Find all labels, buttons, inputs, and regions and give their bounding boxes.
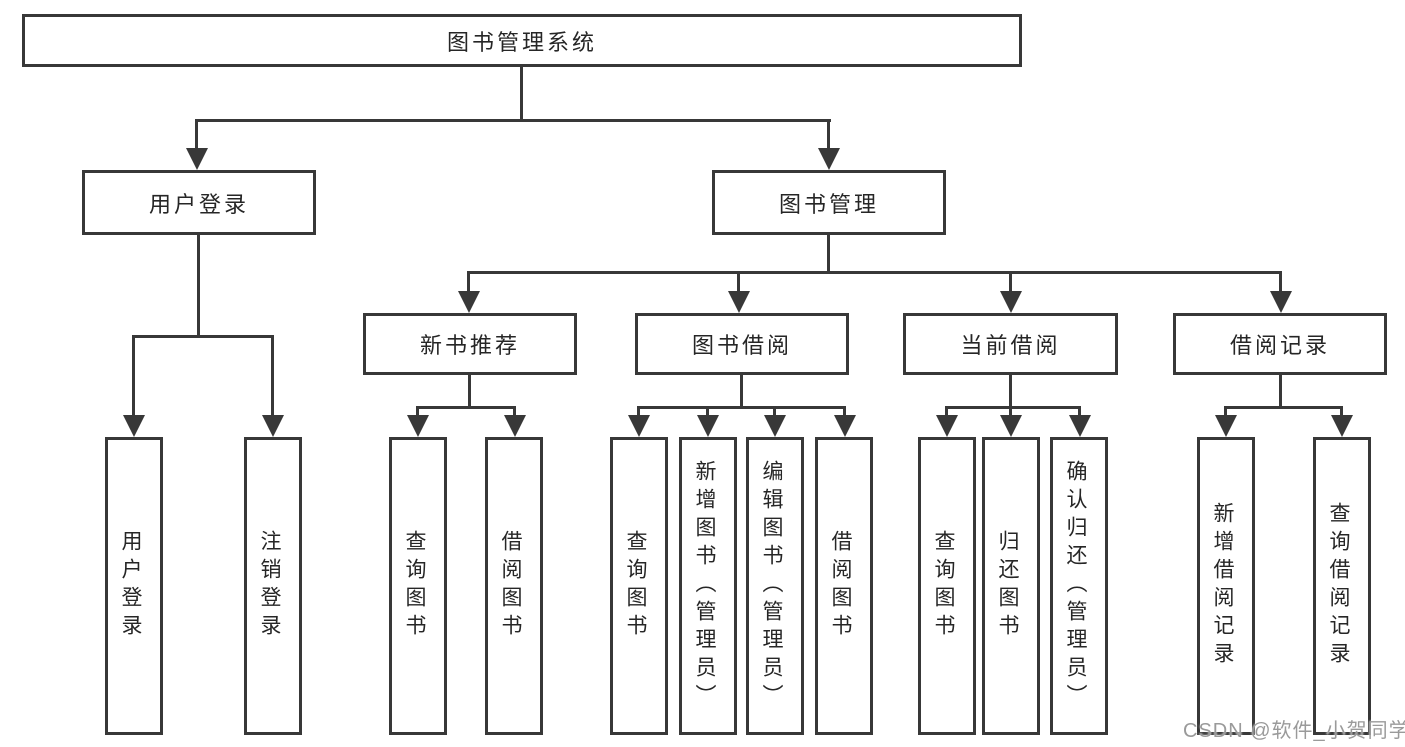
leaf-add-book-admin: 新增图书（管理员） (679, 437, 737, 735)
node-label: 借阅图书 (829, 530, 852, 642)
connector-line (1279, 271, 1282, 295)
connector-line (773, 406, 776, 418)
leaf-logout: 注销登录 (244, 437, 302, 735)
connector-line (416, 406, 419, 418)
connector-line (945, 406, 1081, 409)
arrow-down-icon (504, 415, 526, 437)
connector-line (195, 119, 198, 152)
arrow-down-icon (1270, 291, 1292, 313)
connector-line (271, 335, 274, 417)
watermark: CSDN @软件_小贺同学 (1183, 720, 1405, 742)
connector-line (637, 406, 640, 418)
connector-line (467, 271, 470, 295)
leaf-query-book-3: 查询图书 (918, 437, 976, 735)
connector-line (196, 119, 831, 122)
leaf-query-book-2: 查询图书 (610, 437, 668, 735)
leaf-borrow-book-2: 借阅图书 (815, 437, 873, 735)
node-label: 查询图书 (932, 530, 955, 642)
arrow-down-icon (834, 415, 856, 437)
node-label: 用户登录 (119, 530, 142, 642)
connector-line (520, 67, 523, 119)
arrow-down-icon (262, 415, 284, 437)
connector-line (468, 375, 471, 406)
connector-line (843, 406, 846, 418)
connector-line (468, 271, 1282, 274)
node-book-borrow: 图书借阅 (635, 313, 849, 375)
node-label: 借阅记录 (1229, 333, 1330, 358)
node-label: 图书借阅 (691, 333, 792, 358)
node-label: 新增借阅记录 (1211, 502, 1234, 670)
arrow-down-icon (458, 291, 480, 313)
node-label: 查询图书 (403, 530, 426, 642)
arrow-down-icon (728, 291, 750, 313)
connector-line (1009, 375, 1012, 406)
connector-line (737, 271, 740, 295)
arrow-down-icon (186, 148, 208, 170)
arrow-down-icon (1069, 415, 1091, 437)
arrow-down-icon (697, 415, 719, 437)
node-label: 新书推荐 (419, 333, 520, 358)
connector-line (1340, 406, 1343, 418)
node-book-management: 图书管理 (712, 170, 946, 235)
arrow-down-icon (1000, 415, 1022, 437)
connector-line (827, 119, 830, 152)
node-label: 借阅图书 (499, 530, 522, 642)
node-new-book-recommend: 新书推荐 (363, 313, 577, 375)
connector-line (513, 406, 516, 418)
node-label: 归还图书 (996, 530, 1019, 642)
connector-line (1078, 406, 1081, 418)
leaf-borrow-book-1: 借阅图书 (485, 437, 543, 735)
node-label: 查询借阅记录 (1327, 502, 1350, 670)
leaf-edit-book-admin: 编辑图书（管理员） (746, 437, 804, 735)
leaf-query-book-1: 查询图书 (389, 437, 447, 735)
node-root-system: 图书管理系统 (22, 14, 1022, 67)
connector-line (132, 335, 274, 338)
node-label: 查询图书 (624, 530, 647, 642)
node-user-login: 用户登录 (82, 170, 316, 235)
node-label: 确认归还（管理员） (1064, 460, 1087, 712)
connector-line (945, 406, 948, 418)
arrow-down-icon (936, 415, 958, 437)
connector-line (740, 375, 743, 406)
connector-line (637, 406, 846, 409)
arrow-down-icon (123, 415, 145, 437)
leaf-query-borrow-record: 查询借阅记录 (1313, 437, 1371, 735)
node-label: 当前借阅 (960, 333, 1061, 358)
leaf-add-borrow-record: 新增借阅记录 (1197, 437, 1255, 735)
arrow-down-icon (1000, 291, 1022, 313)
connector-line (1224, 406, 1343, 409)
node-label: 用户登录 (148, 191, 249, 217)
node-label: 新增图书（管理员） (693, 460, 716, 712)
connector-line (1009, 271, 1012, 295)
arrow-down-icon (407, 415, 429, 437)
arrow-down-icon (1331, 415, 1353, 437)
connector-line (1279, 375, 1282, 406)
node-current-borrow: 当前借阅 (903, 313, 1118, 375)
connector-line (132, 335, 135, 417)
connector-line (1224, 406, 1227, 418)
arrow-down-icon (764, 415, 786, 437)
leaf-user-login: 用户登录 (105, 437, 163, 735)
node-label: 图书管理 (778, 191, 879, 217)
leaf-confirm-return-admin: 确认归还（管理员） (1050, 437, 1108, 735)
leaf-return-book: 归还图书 (982, 437, 1040, 735)
node-borrow-record: 借阅记录 (1173, 313, 1387, 375)
connector-line (1009, 406, 1012, 418)
node-label: 编辑图书（管理员） (760, 460, 783, 712)
connector-line (706, 406, 709, 418)
arrow-down-icon (628, 415, 650, 437)
connector-line (827, 235, 830, 271)
arrow-down-icon (818, 148, 840, 170)
arrow-down-icon (1215, 415, 1237, 437)
node-label: 图书管理系统 (446, 29, 597, 55)
node-label: 注销登录 (258, 530, 281, 642)
connector-line (416, 406, 516, 409)
connector-line (197, 235, 200, 335)
